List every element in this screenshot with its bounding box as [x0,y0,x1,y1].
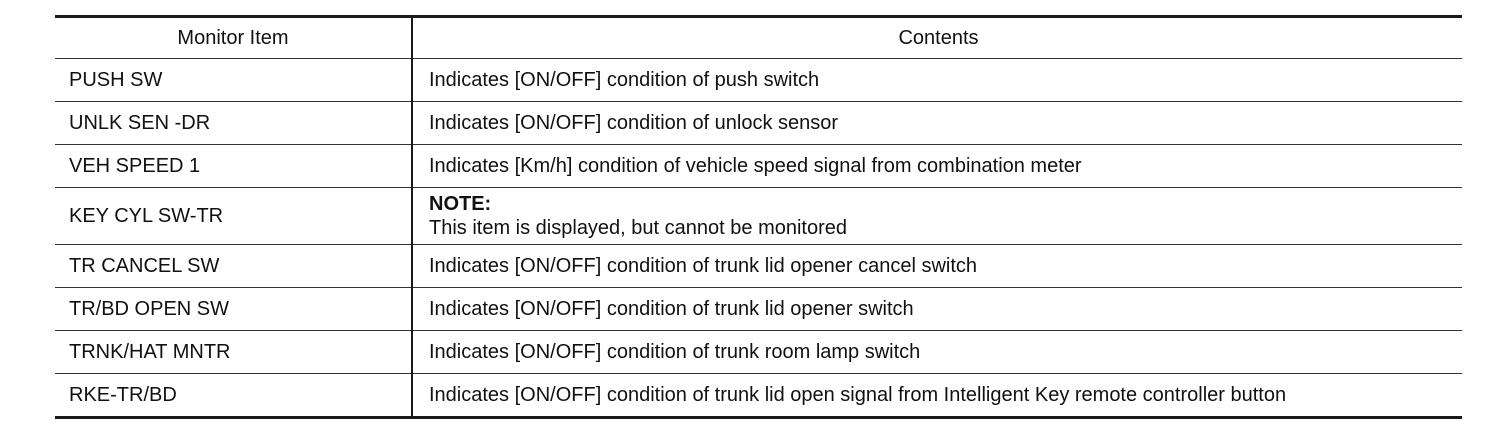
contents-cell: Indicates [ON/OFF] condition of trunk ro… [411,330,1462,374]
table-row: TR CANCEL SW Indicates [ON/OFF] conditio… [55,244,1462,288]
table-row: UNLK SEN -DR Indicates [ON/OFF] conditio… [55,101,1462,145]
table-header-row: Monitor Item Contents [55,16,1462,59]
contents-cell: Indicates [Km/h] condition of vehicle sp… [411,144,1462,188]
contents-cell: Indicates [ON/OFF] condition of trunk li… [411,244,1462,288]
contents-cell: Indicates [ON/OFF] condition of trunk li… [411,373,1462,418]
monitor-item-cell: UNLK SEN -DR [55,101,412,145]
contents-cell: Indicates [ON/OFF] condition of trunk li… [411,287,1462,331]
monitor-item-cell: VEH SPEED 1 [55,144,412,188]
monitor-item-cell: KEY CYL SW-TR [55,187,412,245]
contents-cell: Indicates [ON/OFF] condition of unlock s… [411,101,1462,145]
note-text: This item is displayed, but cannot be mo… [429,217,847,239]
table-row: KEY CYL SW-TR NOTE: This item is display… [55,187,1462,245]
monitor-item-cell: TR/BD OPEN SW [55,287,412,331]
table-row: VEH SPEED 1 Indicates [Km/h] condition o… [55,144,1462,188]
monitor-table-container: Monitor Item Contents PUSH SW Indicates … [55,15,1462,419]
monitor-item-cell: PUSH SW [55,58,412,102]
header-monitor-item: Monitor Item [55,16,412,59]
header-contents: Contents [411,16,1462,59]
monitor-item-table: Monitor Item Contents PUSH SW Indicates … [55,15,1462,419]
table-row: TRNK/HAT MNTR Indicates [ON/OFF] conditi… [55,330,1462,374]
table-row: PUSH SW Indicates [ON/OFF] condition of … [55,58,1462,102]
contents-cell: Indicates [ON/OFF] condition of push swi… [411,58,1462,102]
table-row: RKE-TR/BD Indicates [ON/OFF] condition o… [55,373,1462,418]
monitor-item-cell: RKE-TR/BD [55,373,412,418]
contents-cell: NOTE: This item is displayed, but cannot… [411,187,1462,245]
note-label: NOTE: [429,193,492,215]
monitor-item-cell: TR CANCEL SW [55,244,412,288]
monitor-item-cell: TRNK/HAT MNTR [55,330,412,374]
table-row: TR/BD OPEN SW Indicates [ON/OFF] conditi… [55,287,1462,331]
